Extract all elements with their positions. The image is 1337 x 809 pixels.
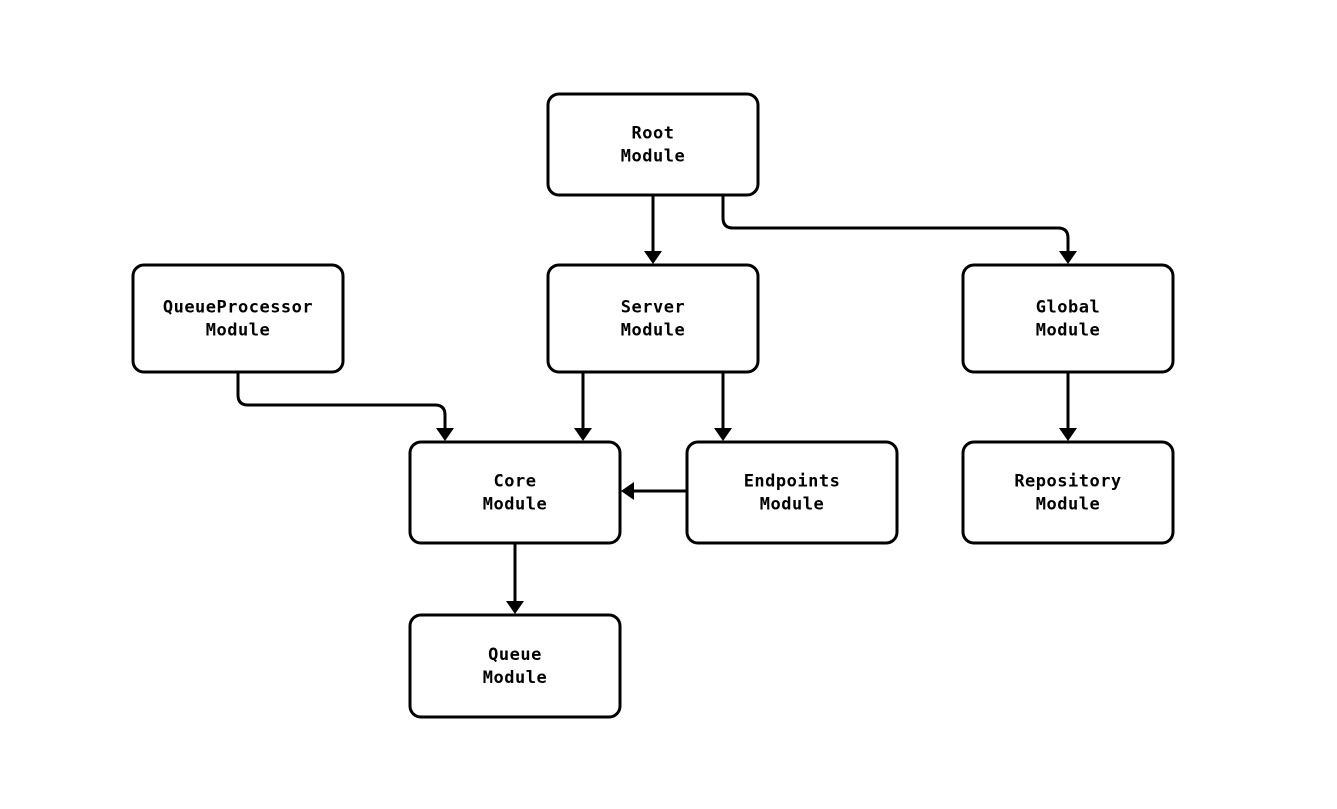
edge-core-to-queue [506,543,524,614]
arrowhead-icon [506,601,524,614]
edge-server-to-endpoints [714,372,732,441]
node-label-primary: Server [621,298,685,318]
arrowhead-icon [436,428,454,441]
edge-line [236,372,447,429]
edge-root-to-global [721,195,1077,264]
node-label-secondary: Module [206,321,270,341]
arrowhead-icon [621,482,634,500]
node-label-primary: Queue [488,645,542,665]
node-box[interactable] [961,440,1175,545]
node-label-primary: Repository [1014,472,1121,492]
edges-layer [236,195,1077,614]
node-label-secondary: Module [621,321,685,341]
node-label-primary: Global [1036,298,1100,318]
node-label-secondary: Module [1036,495,1100,515]
node-label-secondary: Module [621,147,685,167]
node-label-secondary: Module [483,668,547,688]
edge-root-to-server [644,195,662,264]
node-label-primary: QueueProcessor [163,298,313,318]
node-label-secondary: Module [483,495,547,515]
arrowhead-icon [1059,428,1077,441]
arrowhead-icon [644,251,662,264]
node-box[interactable] [408,440,622,545]
node-box[interactable] [546,92,760,197]
node-label-secondary: Module [1036,321,1100,341]
node-box[interactable] [685,440,899,545]
edge-queueprocessor-to-core [236,372,454,441]
node-label-primary: Core [494,472,537,492]
node-box[interactable] [131,263,345,374]
node-box[interactable] [546,263,760,374]
edge-global-to-repository [1059,372,1077,441]
nodes-layer: RootModuleQueueProcessorModuleServerModu… [131,92,1175,719]
node-label-primary: Endpoints [744,472,841,492]
arrowhead-icon [1059,251,1077,264]
edge-line [721,195,1070,252]
arrowhead-icon [574,428,592,441]
arrowhead-icon [714,428,732,441]
edge-endpoints-to-core [621,482,687,500]
node-label-primary: Root [632,124,675,144]
node-label-secondary: Module [760,495,824,515]
node-box[interactable] [961,263,1175,374]
node-box[interactable] [408,613,622,719]
edge-server-to-core [574,372,592,441]
